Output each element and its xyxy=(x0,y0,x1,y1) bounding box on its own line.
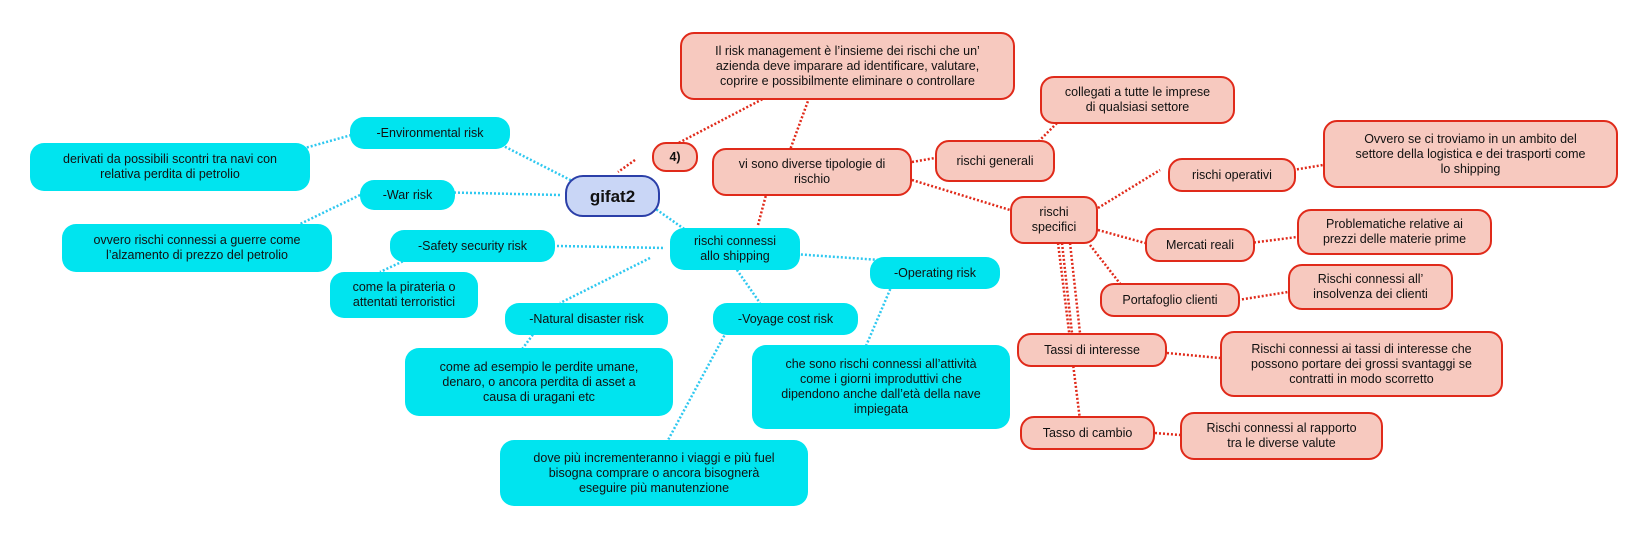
real-markets-node[interactable]: Mercati reali xyxy=(1145,228,1255,262)
link-specifici-mercati xyxy=(1097,228,1146,245)
link-portafoglio-desc xyxy=(1237,290,1289,302)
voyage-cost-risk-node[interactable]: -Voyage cost risk xyxy=(713,303,858,335)
link-intro-number xyxy=(664,88,781,152)
risk-types-node[interactable]: vi sono diverse tipologie di rischio xyxy=(712,148,912,196)
war-risk-desc-node[interactable]: ovvero rischi connessi a guerre come l’a… xyxy=(62,224,332,272)
central-topic-gifat2[interactable]: gifat2 xyxy=(565,175,660,217)
natural-disaster-risk-desc-node[interactable]: come ad esempio le perdite umane, denaro… xyxy=(405,348,673,416)
link-operating-desc xyxy=(858,277,897,361)
exchange-rate-desc-node[interactable]: Rischi connessi al rapporto tra le diver… xyxy=(1180,412,1383,460)
link-tipologie-generali xyxy=(911,156,936,164)
safety-security-risk-node[interactable]: -Safety security risk xyxy=(390,230,555,262)
environmental-risk-desc-node[interactable]: derivati da possibili scontri tra navi c… xyxy=(30,143,310,191)
safety-security-risk-desc-node[interactable]: come la pirateria o attentati terroristi… xyxy=(330,272,478,318)
environmental-risk-node[interactable]: -Environmental risk xyxy=(350,117,510,149)
client-portfolio-node[interactable]: Portafoglio clienti xyxy=(1100,283,1240,317)
operating-risk-desc-node[interactable]: che sono rischi connessi all’attività co… xyxy=(752,345,1010,429)
risk-management-definition-node[interactable]: Il risk management è l’insieme dei risch… xyxy=(680,32,1015,100)
link-specifici-tassi xyxy=(1060,242,1074,334)
link-intro-tipologie xyxy=(788,89,814,151)
voyage-cost-risk-desc-node[interactable]: dove più incrementeranno i viaggi e più … xyxy=(500,440,808,506)
link-specifici-operativi xyxy=(1097,168,1161,210)
link-tipologie-specifici xyxy=(911,178,1011,212)
general-risks-desc-node[interactable]: collegati a tutte le imprese di qualsias… xyxy=(1040,76,1235,124)
step-number-node[interactable]: 4) xyxy=(652,142,698,172)
link-specifici-portafoglio xyxy=(1089,244,1126,291)
exchange-rate-node[interactable]: Tasso di cambio xyxy=(1020,416,1155,450)
link-number-root xyxy=(617,158,636,174)
natural-disaster-risk-node[interactable]: -Natural disaster risk xyxy=(505,303,668,335)
link-operativi-desc xyxy=(1292,163,1324,172)
interest-rates-desc-node[interactable]: Rischi connessi ai tassi di interesse ch… xyxy=(1220,331,1503,397)
link-war-desc xyxy=(299,193,361,226)
link-specifici-cambio xyxy=(1056,242,1082,421)
general-risks-node[interactable]: rischi generali xyxy=(935,140,1055,182)
operational-risks-desc-node[interactable]: Ovvero se ci troviamo in un ambito del s… xyxy=(1323,120,1618,188)
specific-risks-node[interactable]: rischi specifici xyxy=(1010,196,1098,244)
link-shipping-safety xyxy=(504,243,666,250)
link-cambio-desc xyxy=(1154,431,1181,437)
link-tassi-desc xyxy=(1166,351,1221,360)
interest-rates-node[interactable]: Tassi di interesse xyxy=(1017,333,1167,367)
link-shipping-operating xyxy=(764,250,881,262)
real-markets-desc-node[interactable]: Problematiche relative ai prezzi delle m… xyxy=(1297,209,1492,255)
operating-risk-node[interactable]: -Operating risk xyxy=(870,257,1000,289)
link-shipping-natural xyxy=(559,256,651,305)
operational-risks-node[interactable]: rischi operativi xyxy=(1168,158,1296,192)
client-portfolio-desc-node[interactable]: Rischi connessi all’ insolvenza dei clie… xyxy=(1288,264,1453,310)
link-mercati-desc xyxy=(1249,235,1298,245)
link-voyage-desc xyxy=(658,324,732,456)
war-risk-node[interactable]: -War risk xyxy=(360,180,455,210)
link-specifici-tassi-2 xyxy=(1068,242,1082,334)
shipping-risks-node[interactable]: rischi connessi allo shipping xyxy=(670,228,800,270)
